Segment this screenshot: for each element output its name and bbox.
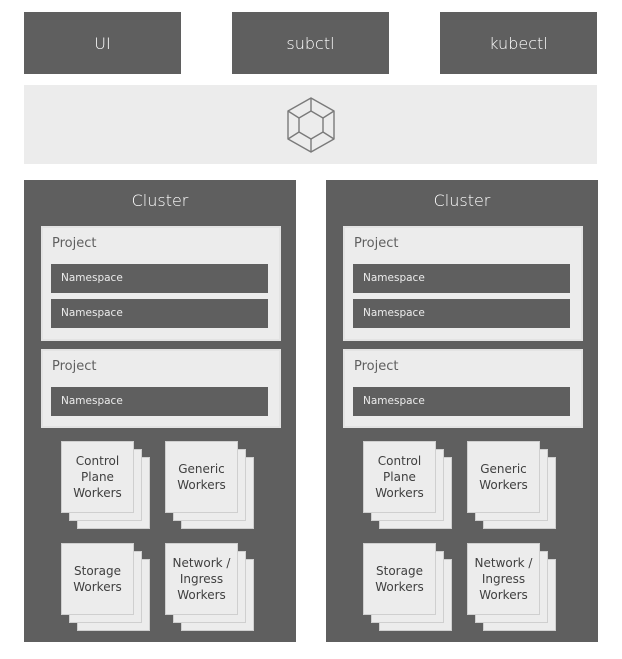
network-ingress-workers: Network / Ingress Workers (467, 543, 557, 631)
namespace-box: Namespace (353, 299, 570, 328)
worker-label: Generic Workers (479, 462, 528, 492)
kubectl-box: kubectl (440, 12, 597, 74)
storage-workers: Storage Workers (61, 543, 151, 631)
project-label: Project (52, 359, 97, 374)
project-label: Project (354, 359, 399, 374)
subctl-box: subctl (232, 12, 389, 74)
ui-box-label: UI (94, 33, 111, 53)
worker-label: Storage Workers (375, 564, 424, 594)
cluster-title: Cluster (433, 191, 491, 210)
worker-label: Network / Ingress Workers (474, 556, 533, 602)
control-plane-workers: Control Plane Workers (61, 441, 151, 529)
kubectl-box-label: kubectl (489, 33, 548, 53)
worker-label: Network / Ingress Workers (172, 556, 231, 602)
cluster-title: Cluster (131, 191, 189, 210)
generic-workers: Generic Workers (467, 441, 557, 529)
project-box: Project Namespace Namespace (343, 226, 583, 341)
control-plane-workers: Control Plane Workers (363, 441, 453, 529)
namespace-box: Namespace (51, 264, 268, 293)
project-box: Project Namespace (343, 349, 583, 428)
namespace-box: Namespace (353, 387, 570, 416)
network-ingress-workers: Network / Ingress Workers (165, 543, 255, 631)
project-box: Project Namespace Namespace (41, 226, 281, 341)
cluster-2: Cluster Project Namespace Namespace Proj… (326, 180, 598, 642)
ui-box: UI (24, 12, 181, 74)
project-label: Project (354, 236, 399, 251)
storage-workers: Storage Workers (363, 543, 453, 631)
worker-label: Control Plane Workers (375, 454, 424, 500)
subctl-box-label: subctl (286, 33, 335, 53)
project-box: Project Namespace (41, 349, 281, 428)
cluster-1: Cluster Project Namespace Namespace Proj… (24, 180, 296, 642)
namespace-box: Namespace (353, 264, 570, 293)
api-layer-band (24, 85, 597, 164)
worker-label: Generic Workers (177, 462, 226, 492)
generic-workers: Generic Workers (165, 441, 255, 529)
namespace-box: Namespace (51, 387, 268, 416)
namespace-box: Namespace (51, 299, 268, 328)
worker-label: Storage Workers (73, 564, 122, 594)
project-label: Project (52, 236, 97, 251)
cube-icon (286, 96, 335, 153)
worker-label: Control Plane Workers (73, 454, 122, 500)
